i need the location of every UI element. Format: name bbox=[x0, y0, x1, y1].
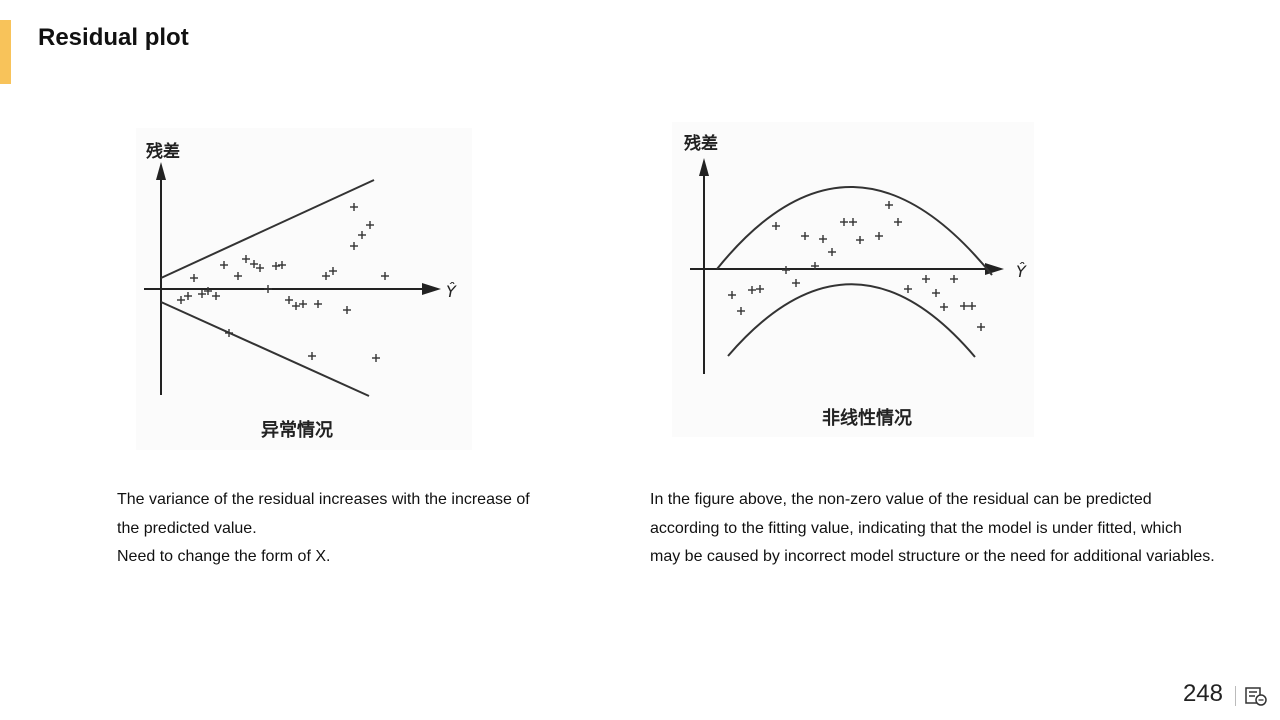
residual-point bbox=[372, 354, 380, 362]
residual-point bbox=[350, 242, 358, 250]
residual-point bbox=[782, 266, 790, 274]
residual-point bbox=[875, 232, 883, 240]
residual-point bbox=[285, 296, 293, 304]
residual-point bbox=[756, 285, 764, 293]
residual-point bbox=[329, 267, 337, 275]
upper-curve bbox=[716, 186, 993, 276]
residual-point bbox=[358, 231, 366, 239]
residual-point bbox=[198, 290, 206, 298]
y-axis-arrowhead bbox=[156, 162, 166, 180]
residual-point bbox=[894, 218, 902, 226]
residual-point bbox=[737, 307, 745, 315]
lower-curve bbox=[727, 283, 976, 358]
residual-point bbox=[292, 302, 300, 310]
residual-point bbox=[828, 248, 836, 256]
residual-point bbox=[801, 232, 809, 240]
residual-point bbox=[856, 236, 864, 244]
residual-points bbox=[177, 203, 389, 362]
residual-point bbox=[885, 201, 893, 209]
residual-point bbox=[772, 222, 780, 230]
residual-point bbox=[177, 296, 185, 304]
residual-point bbox=[242, 255, 250, 263]
residual-point bbox=[840, 218, 848, 226]
figure-caption: 非线性情况 bbox=[822, 407, 912, 429]
residual-point bbox=[977, 323, 985, 331]
y-axis-label: 残差 bbox=[684, 133, 718, 154]
residual-point bbox=[212, 292, 220, 300]
residual-point bbox=[225, 329, 233, 337]
left-caption: The variance of the residual increases w… bbox=[117, 486, 587, 572]
x-axis-label: Ŷ bbox=[446, 282, 457, 301]
caption-line: The variance of the residual increases w… bbox=[117, 491, 530, 508]
residual-point bbox=[322, 272, 330, 280]
y-axis-arrowhead bbox=[699, 158, 709, 176]
residual-point bbox=[204, 287, 212, 295]
residual-point bbox=[960, 302, 968, 310]
residual-point bbox=[308, 352, 316, 360]
notes-icon[interactable] bbox=[1245, 686, 1267, 706]
residual-point bbox=[728, 291, 736, 299]
residual-point bbox=[220, 261, 228, 269]
residual-point bbox=[968, 302, 976, 310]
residual-point bbox=[792, 279, 800, 287]
slide-title: Residual plot bbox=[38, 24, 189, 51]
page-number: 248 bbox=[1182, 680, 1223, 707]
residual-point bbox=[250, 260, 258, 268]
x-axis-arrowhead bbox=[422, 283, 441, 295]
x-axis-label: Ŷ bbox=[1016, 262, 1027, 281]
residual-point bbox=[234, 272, 242, 280]
footer-divider bbox=[1235, 686, 1236, 706]
residual-point bbox=[343, 306, 351, 314]
residual-point bbox=[849, 218, 857, 226]
residual-point bbox=[932, 289, 940, 297]
lower-bound-line bbox=[160, 301, 370, 397]
residual-point bbox=[264, 285, 272, 293]
caption-line: the predicted value. bbox=[117, 519, 257, 537]
residual-point bbox=[314, 300, 322, 308]
residual-point bbox=[278, 261, 286, 269]
caption-line: may be caused by incorrect model structu… bbox=[650, 548, 1215, 565]
residual-point bbox=[272, 262, 280, 270]
residual-point bbox=[381, 272, 389, 280]
figure-caption: 异常情况 bbox=[261, 419, 333, 441]
residual-points bbox=[728, 201, 985, 331]
caption-line: according to the fitting value, indicati… bbox=[650, 519, 1182, 537]
caption-line: In the figure above, the non-zero value … bbox=[650, 491, 1152, 508]
residual-point bbox=[184, 292, 192, 300]
caption-line: Need to change the form of X. bbox=[117, 548, 331, 565]
residual-figure-nonlinear: 残差 Ŷ 非线性情况 bbox=[672, 122, 1034, 437]
y-axis-label: 残差 bbox=[146, 141, 180, 162]
right-caption: In the figure above, the non-zero value … bbox=[650, 486, 1270, 572]
residual-point bbox=[256, 264, 264, 272]
upper-bound-line bbox=[160, 179, 375, 279]
residual-figure-heteroscedastic: 残差 Ŷ 异常情况 bbox=[136, 128, 472, 450]
title-accent-bar bbox=[0, 20, 11, 84]
residual-point bbox=[366, 221, 374, 229]
residual-point bbox=[950, 275, 958, 283]
residual-point bbox=[299, 300, 307, 308]
residual-point bbox=[811, 262, 819, 270]
residual-point bbox=[350, 203, 358, 211]
residual-point bbox=[190, 274, 198, 282]
residual-point bbox=[940, 303, 948, 311]
residual-point bbox=[748, 286, 756, 294]
residual-point bbox=[922, 275, 930, 283]
residual-point bbox=[819, 235, 827, 243]
residual-point bbox=[904, 285, 912, 293]
